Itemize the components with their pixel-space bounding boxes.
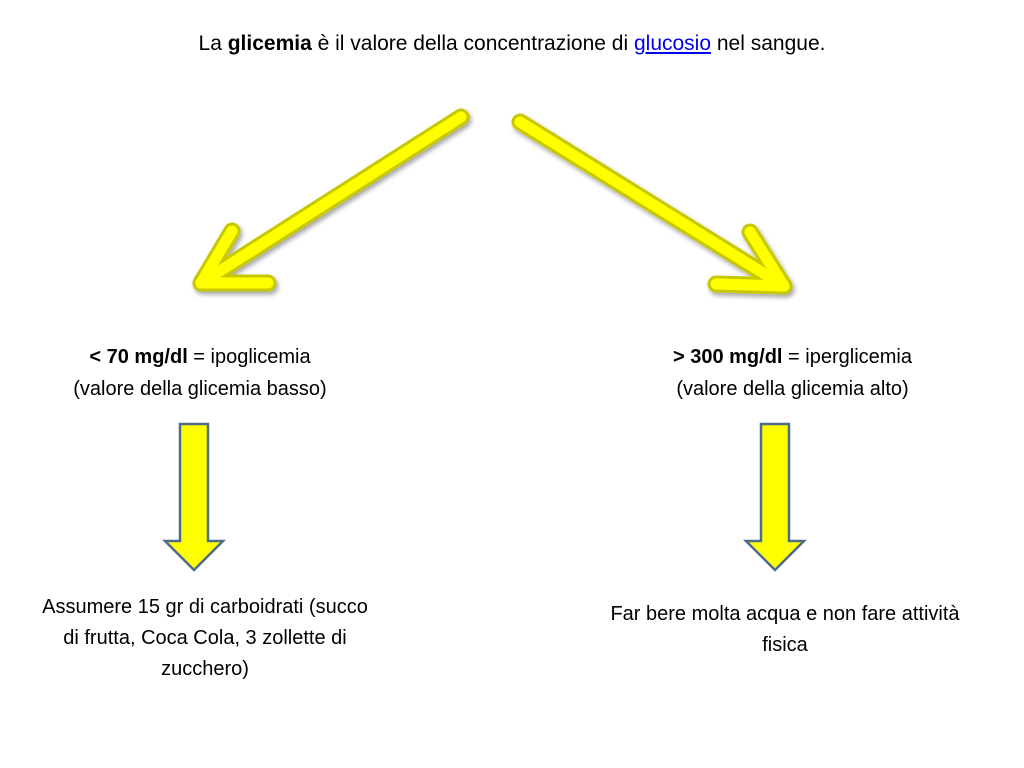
hyperglycemia-action: Far bere molta acqua e non fare attività… <box>610 603 960 656</box>
title-prefix: La <box>198 32 228 55</box>
hyperglycemia-definition: > 300 mg/dl = iperglicemia <box>600 341 985 373</box>
left-diagonal-arrow-icon <box>192 108 470 292</box>
hypoglycemia-equals: = <box>187 346 211 368</box>
down-arrow-right-icon <box>743 422 807 572</box>
hyperglycemia-description: (valore della glicemia alto) <box>676 378 909 400</box>
hypoglycemia-term: ipoglicemia <box>210 346 311 368</box>
hypoglycemia-description: (valore della glicemia basso) <box>73 378 327 400</box>
hypoglycemia-condition: < 70 mg/dl = ipoglicemia (valore della g… <box>30 341 370 405</box>
hyperglycemia-range: > 300 mg/dl <box>672 346 783 368</box>
page-title: La glicemia è il valore della concentraz… <box>0 30 1024 58</box>
hypoglycemia-definition: < 70 mg/dl = ipoglicemia <box>30 341 370 373</box>
glucosio-link[interactable]: glucosio <box>633 32 712 55</box>
title-bold-term: glicemia <box>227 32 312 55</box>
hyperglycemia-term: iperglicemia <box>805 346 912 368</box>
title-suffix: nel sangue. <box>711 32 826 55</box>
hypoglycemia-range: < 70 mg/dl <box>89 346 188 368</box>
title-middle: è il valore della concentrazione di <box>311 32 634 55</box>
diagonal-arrows <box>192 108 793 295</box>
right-diagonal-arrow-icon <box>511 113 793 295</box>
hypoglycemia-action: Assumere 15 gr di carboidrati (succo di … <box>42 596 368 680</box>
hyperglycemia-condition: > 300 mg/dl = iperglicemia (valore della… <box>600 341 985 405</box>
down-arrow-left-icon <box>162 422 226 572</box>
hyperglycemia-equals: = <box>782 346 806 368</box>
